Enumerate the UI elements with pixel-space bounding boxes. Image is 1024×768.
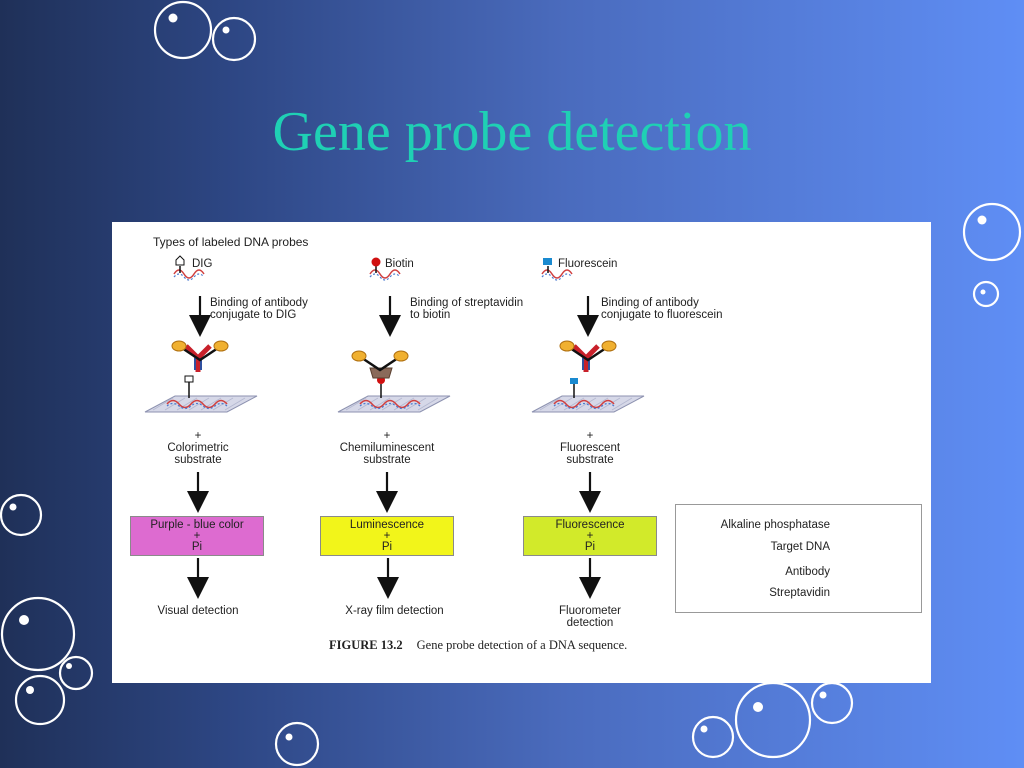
bubble-icon [962,202,1022,262]
result-box-biotin: Luminescence+Pi [320,516,454,556]
bubble-icon [734,681,812,759]
detection-label-biotin: X-ray film detection [345,605,444,617]
biotin-probe-icon [369,257,401,281]
bubble-icon [0,596,76,672]
detection-label-dig: Visual detection [157,605,239,617]
legend-item-alkaline-phosphatase: Alkaline phosphatase [720,519,830,531]
probe-label-fluorescein: Fluorescein [558,258,618,270]
legend: Alkaline phosphatase Target DNA Antibody… [675,504,922,613]
bubble-icon [211,16,257,62]
bubble-icon [274,721,320,767]
fluorescein-probe-icon [541,258,573,281]
bubble-icon [810,681,854,725]
bubble-icon [972,280,1000,308]
dig-probe-icon [173,255,205,281]
legend-item-antibody: Antibody [785,566,830,578]
probe-label-biotin: Biotin [385,258,414,270]
probe-label-dig: DIG [192,258,213,270]
result-box-fluorescein: Fluorescence+Pi [523,516,657,556]
bubble-icon [691,715,735,759]
figure-caption: FIGURE 13.2 Gene probe detection of a DNA… [329,638,627,653]
figure-gene-probe-detection: Types of labeled DNA probes DIG Biotin F… [112,222,931,683]
down-arrow-icon [187,296,601,599]
result-box-dig: Purple - blue color+Pi [130,516,264,556]
figure-caption-text: Gene probe detection of a DNA sequence. [416,638,628,652]
fluorescein-complex-icon [531,339,645,413]
dig-complex-icon [144,339,258,413]
bubble-icon [0,493,43,537]
figure-caption-label: FIGURE 13.2 [329,638,403,652]
bubble-icon [153,0,213,60]
bubble-icon [14,674,66,726]
biotin-complex-icon [337,349,451,413]
bubble-icon [58,655,94,691]
probe-types-heading: Types of labeled DNA probes [153,235,309,249]
slide-title: Gene probe detection [272,101,752,163]
legend-item-streptavidin: Streptavidin [769,587,830,599]
legend-item-target-dna: Target DNA [770,541,830,553]
